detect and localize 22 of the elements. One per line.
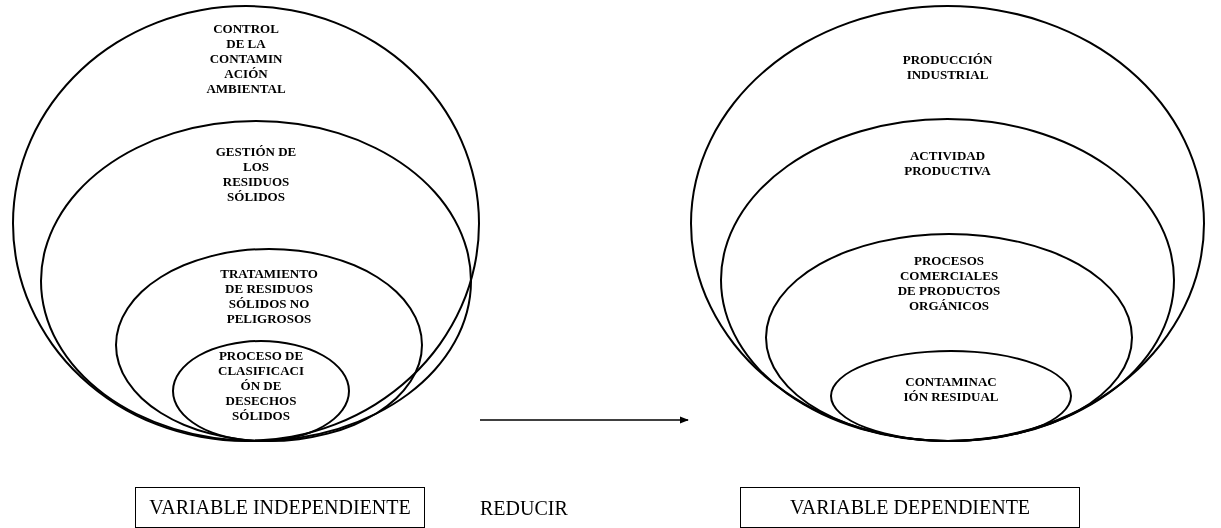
ellipse-label: CONTAMINACIÓN RESIDUAL bbox=[903, 374, 999, 404]
ellipse bbox=[830, 350, 1072, 442]
variable-box bbox=[740, 487, 1080, 528]
ellipse bbox=[720, 118, 1175, 442]
ellipse bbox=[115, 248, 423, 442]
arrow bbox=[479, 416, 689, 424]
ellipse-label: PROCESOS COMERCIALES DE PRODUCTOS ORGÁNICOS bbox=[896, 253, 1002, 313]
arrow-caption: REDUCIR bbox=[480, 497, 568, 520]
ellipse bbox=[40, 120, 472, 442]
ellipse bbox=[12, 5, 480, 442]
box-label: VARIABLE DEPENDIENTE bbox=[789, 496, 1031, 519]
ellipse-label: PRODUCCIÓN INDUSTRIAL bbox=[901, 52, 994, 82]
ellipse-label: TRATAMIENTO DE RESIDUOS SÓLIDOS NO PELIGROSOS bbox=[219, 266, 319, 326]
variable-box bbox=[135, 487, 425, 528]
ellipse-label: ACTIVIDAD PRODUCTIVA bbox=[903, 148, 992, 178]
box-label: VARIABLE INDEPENDIENTE bbox=[149, 496, 411, 519]
ellipse bbox=[765, 233, 1133, 442]
ellipse-label: CONTROL DE LA CONTAMINACIÓN AMBIENTAL bbox=[206, 21, 286, 96]
ellipse-label: GESTIÓN DE LOS RESIDUOS SÓLIDOS bbox=[214, 144, 298, 204]
ellipse bbox=[690, 5, 1205, 442]
ellipse-label: PROCESO DE CLASIFICACIÓN DE DESECHOS SÓLIDOS bbox=[217, 348, 305, 423]
ellipse bbox=[172, 340, 350, 442]
